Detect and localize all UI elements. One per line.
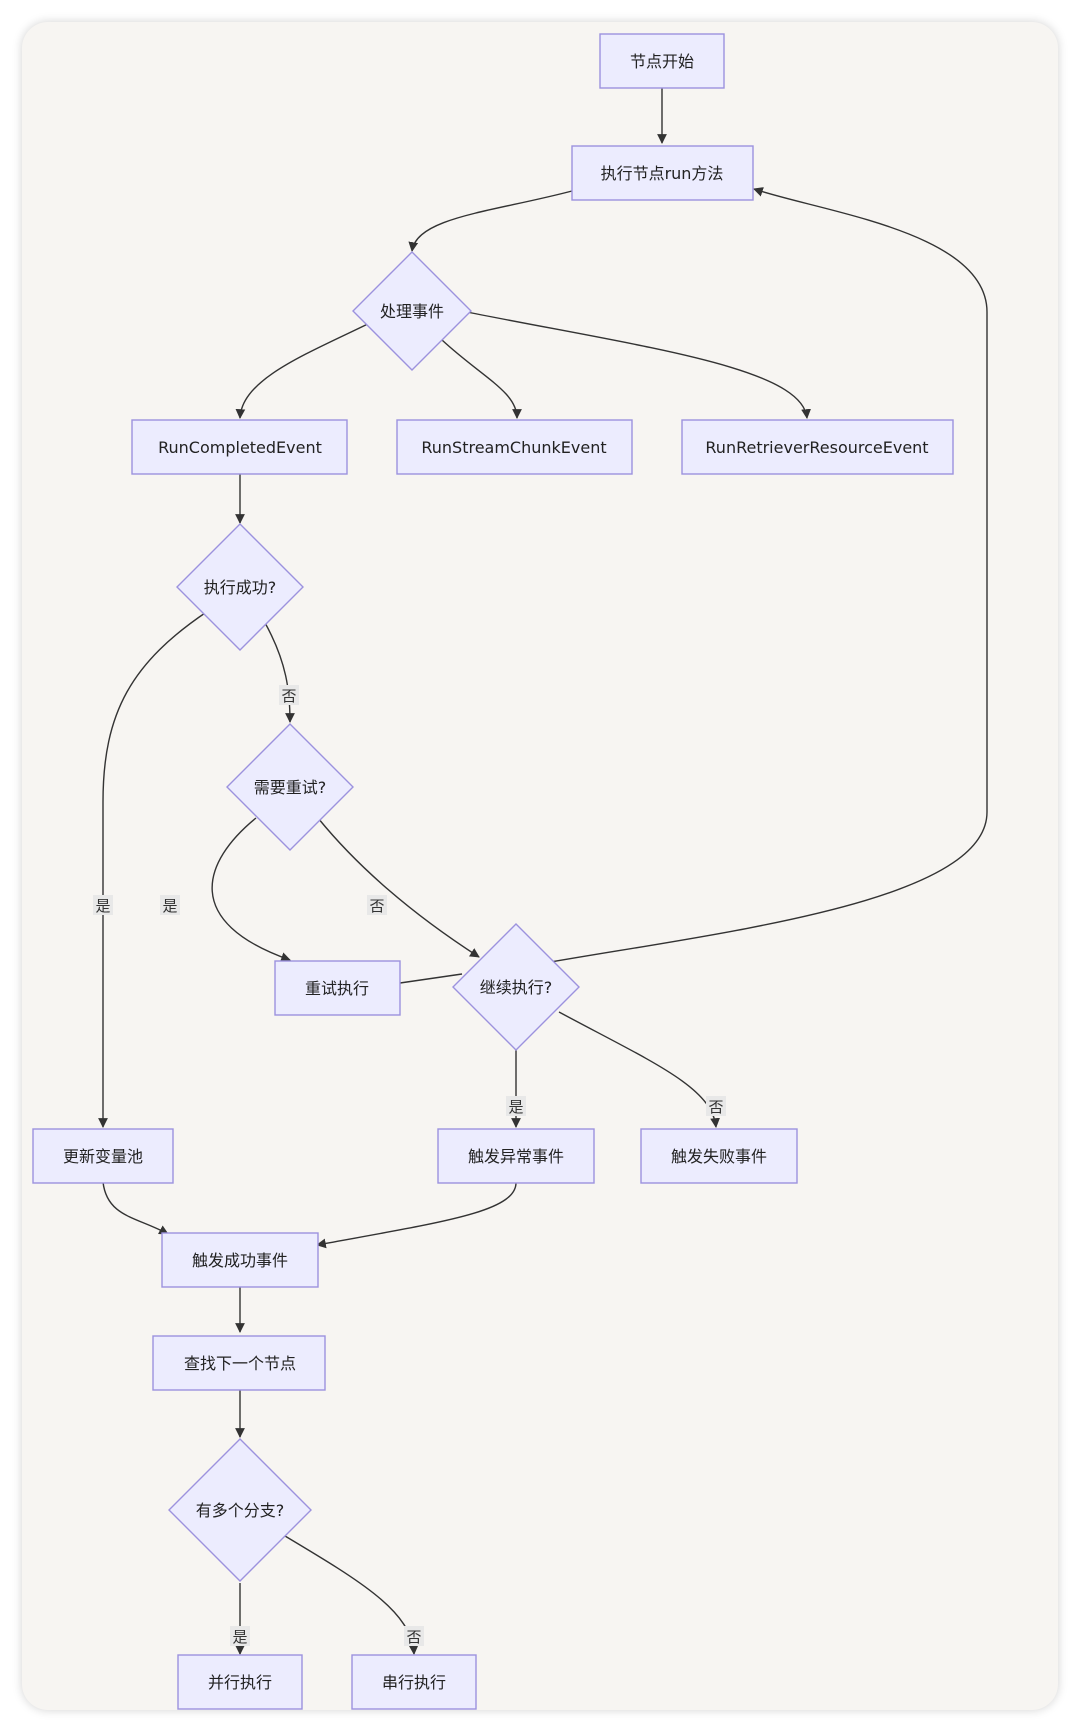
node-find-next[interactable]: 查找下一个节点 (152, 1335, 326, 1391)
node-continue-exec[interactable]: 继续执行? (452, 923, 580, 1051)
flowchart: 否 是 是 否 是 否 是 否 节点开始 执行节点run方法 处理事件 (32, 33, 988, 1710)
node-find-next-label: 查找下一个节点 (184, 1354, 296, 1373)
edge-success-to-update (98, 610, 209, 1128)
edge-run-to-handle (408, 190, 573, 252)
node-run-retriever-resource[interactable]: RunRetrieverResourceEvent (681, 419, 954, 475)
edge-label-branch-yes: 是 (232, 1628, 247, 1646)
edge-success-to-retry (263, 620, 295, 723)
edge-label-success-no: 否 (281, 687, 296, 705)
edge-exception-to-success-event (316, 1181, 517, 1249)
node-trigger-failure[interactable]: 触发失败事件 (640, 1128, 798, 1184)
node-continue-exec-label: 继续执行? (480, 978, 553, 997)
edge-handle-to-retriever (466, 311, 811, 419)
node-multi-branch-label: 有多个分支? (196, 1501, 285, 1520)
node-multi-branch[interactable]: 有多个分支? (168, 1438, 312, 1582)
edge-handle-to-stream (441, 339, 522, 419)
edge-continue-to-failure (558, 1011, 720, 1128)
node-parallel-exec-label: 并行执行 (208, 1673, 272, 1692)
node-start[interactable]: 节点开始 (599, 33, 725, 89)
node-run-completed[interactable]: RunCompletedEvent (131, 419, 348, 475)
node-retry-exec-label: 重试执行 (305, 979, 369, 998)
node-run-stream-chunk-label: RunStreamChunkEvent (421, 438, 606, 457)
edge-label-continue-yes: 是 (508, 1098, 523, 1116)
node-update-var-pool[interactable]: 更新变量池 (32, 1128, 174, 1184)
edge-branch-to-serial (284, 1535, 419, 1655)
node-serial-exec-label: 串行执行 (382, 1673, 446, 1692)
node-trigger-exception-label: 触发异常事件 (468, 1147, 564, 1166)
edge-update-to-success-event (102, 1181, 169, 1235)
node-start-label: 节点开始 (630, 52, 694, 71)
node-handle-event[interactable]: 处理事件 (352, 251, 472, 371)
node-run-completed-label: RunCompletedEvent (158, 438, 322, 457)
node-need-retry-label: 需要重试? (254, 778, 327, 797)
edge-labels: 否 是 是 否 是 否 是 否 (93, 685, 726, 1646)
node-parallel-exec[interactable]: 并行执行 (177, 1654, 303, 1710)
node-retry-exec[interactable]: 重试执行 (274, 960, 401, 1016)
node-serial-exec[interactable]: 串行执行 (351, 1654, 477, 1710)
node-run-method-label: 执行节点run方法 (601, 164, 724, 183)
node-trigger-exception[interactable]: 触发异常事件 (437, 1128, 595, 1184)
nodes: 节点开始 执行节点run方法 处理事件 RunCompletedEvent Ru… (32, 33, 954, 1710)
node-trigger-success-label: 触发成功事件 (192, 1251, 288, 1270)
edge-continue-to-run (544, 187, 988, 964)
node-run-method[interactable]: 执行节点run方法 (571, 145, 754, 201)
edge-handle-to-completed (235, 317, 381, 419)
node-handle-event-label: 处理事件 (380, 302, 444, 321)
edge-label-retry-no: 否 (369, 897, 384, 915)
edges (98, 88, 988, 1655)
node-trigger-failure-label: 触发失败事件 (671, 1147, 767, 1166)
edge-retryexec-loop (399, 973, 463, 984)
node-run-retriever-resource-label: RunRetrieverResourceEvent (705, 438, 928, 457)
node-exec-success-label: 执行成功? (204, 578, 277, 597)
edge-label-branch-no: 否 (406, 1628, 421, 1646)
edge-label-success-yes: 是 (95, 897, 110, 915)
diagram-canvas: 否 是 是 否 是 否 是 否 节点开始 执行节点run方法 处理事件 (22, 22, 1058, 1710)
edge-retry-to-retryexec (211, 817, 291, 962)
node-need-retry[interactable]: 需要重试? (226, 723, 354, 851)
node-exec-success[interactable]: 执行成功? (176, 523, 304, 651)
node-run-stream-chunk[interactable]: RunStreamChunkEvent (396, 419, 633, 475)
edge-retry-to-continue (317, 817, 480, 958)
node-trigger-success[interactable]: 触发成功事件 (161, 1232, 319, 1288)
node-update-var-pool-label: 更新变量池 (63, 1147, 143, 1166)
edge-label-retry-yes: 是 (162, 897, 177, 915)
edge-label-continue-no: 否 (708, 1098, 723, 1116)
